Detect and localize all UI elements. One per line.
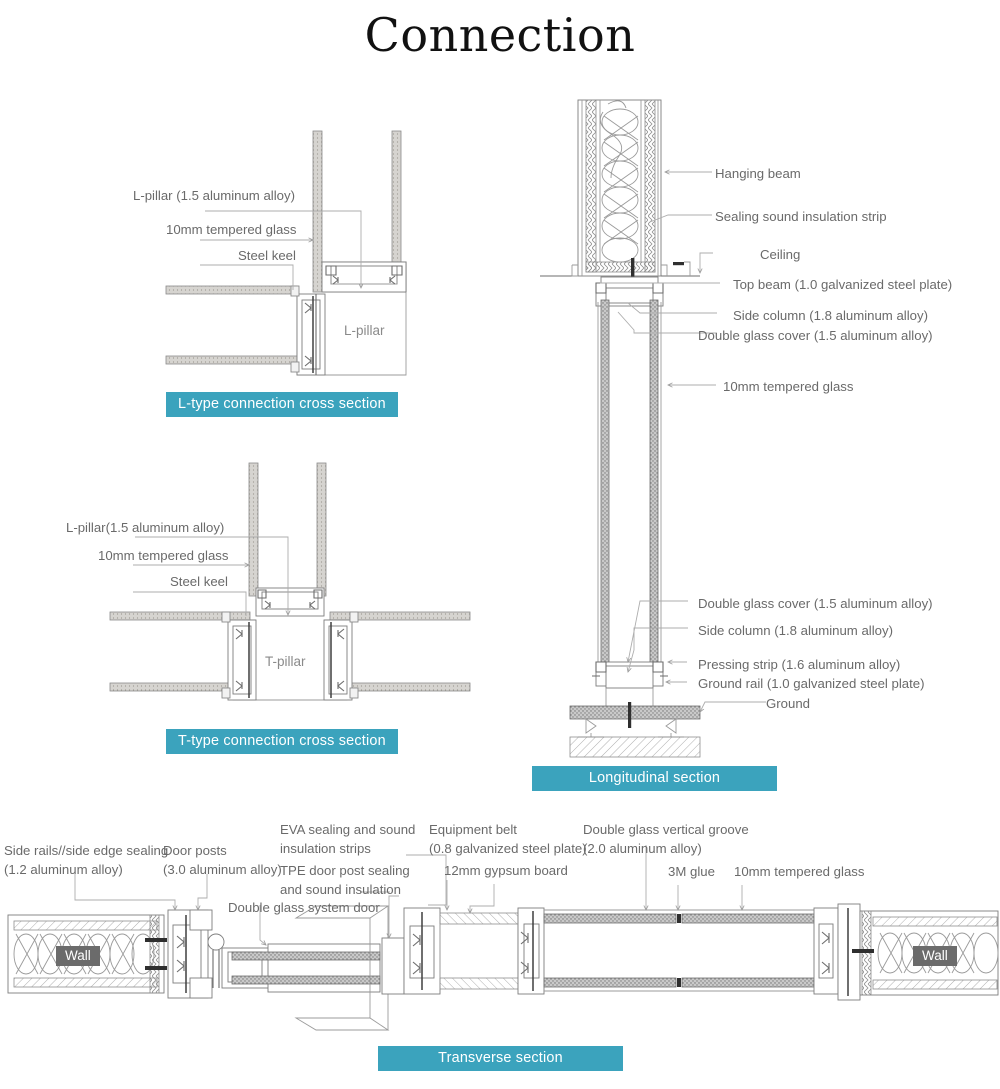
longitudinal-leaders <box>600 172 766 712</box>
l-type-label-2: Steel keel <box>238 248 296 263</box>
t-type-inner-label: T-pillar <box>265 654 306 669</box>
l-type-label-1: 10mm tempered glass <box>166 222 297 237</box>
t-type-label-2: Steel keel <box>170 574 228 589</box>
transverse-drawing <box>7 903 999 1031</box>
transverse-label-3m-glue: 3M glue <box>668 864 715 879</box>
caption-l-type: L-type connection cross section <box>166 392 398 417</box>
transverse-label-gypsum-board: 12mm gypsum board <box>444 863 568 878</box>
longitudinal-label-ground: Ground <box>766 696 810 711</box>
l-type-label-0: L-pillar (1.5 aluminum alloy) <box>133 188 295 203</box>
longitudinal-label-pressing-strip: Pressing strip (1.6 aluminum alloy) <box>698 657 901 672</box>
transverse-label-side-rails: Side rails//side edge sealing (1.2 alumi… <box>4 843 169 878</box>
wall-chip-left: Wall <box>56 946 100 966</box>
transverse-label-tempered-glass: 10mm tempered glass <box>734 864 865 879</box>
longitudinal-label-tempered-glass: 10mm tempered glass <box>723 379 854 394</box>
l-type-leaders <box>200 210 361 290</box>
longitudinal-drawing <box>540 99 701 758</box>
transverse-label-vertical-groove: Double glass vertical groove (2.0 alumin… <box>583 822 749 857</box>
wall-chip-right: Wall <box>913 946 957 966</box>
t-type-leaders <box>133 536 288 616</box>
page-title: Connection <box>364 8 636 62</box>
l-type-drawing <box>165 130 407 376</box>
longitudinal-label-ceiling: Ceiling <box>760 247 801 262</box>
transverse-label-door-posts: Door posts (3.0 aluminum alloy) <box>163 843 282 878</box>
caption-transverse: Transverse section <box>378 1046 623 1071</box>
transverse-label-equipment-belt: Equipment belt (0.8 galvanized steel pla… <box>429 822 587 857</box>
t-type-label-1: 10mm tempered glass <box>98 548 229 563</box>
caption-longitudinal: Longitudinal section <box>532 766 777 791</box>
longitudinal-label-ground-rail: Ground rail (1.0 galvanized steel plate) <box>698 676 925 691</box>
longitudinal-label-double-glass-cover-2: Double glass cover (1.5 aluminum alloy) <box>698 596 933 611</box>
transverse-label-eva-sealing: EVA sealing and sound insulation strips <box>280 822 416 857</box>
longitudinal-label-sealing-strip: Sealing sound insulation strip <box>715 209 887 224</box>
longitudinal-label-side-column: Side column (1.8 aluminum alloy) <box>733 308 928 323</box>
transverse-label-tpe-sealing: TPE door post sealing and sound insulati… <box>280 863 410 898</box>
transverse-label-double-glass-door: Double glass system door <box>228 900 380 915</box>
longitudinal-label-side-column-2: Side column (1.8 aluminum alloy) <box>698 623 893 638</box>
t-type-drawing <box>109 462 471 701</box>
t-type-label-0: L-pillar(1.5 aluminum alloy) <box>66 520 225 535</box>
transverse-leaders <box>74 845 742 945</box>
longitudinal-label-hanging-beam: Hanging beam <box>715 166 801 181</box>
longitudinal-label-double-glass-cover: Double glass cover (1.5 aluminum alloy) <box>698 328 933 343</box>
caption-t-type: T-type connection cross section <box>166 729 398 754</box>
longitudinal-label-top-beam: Top beam (1.0 galvanized steel plate) <box>733 277 953 292</box>
l-type-inner-label: L-pillar <box>344 323 385 338</box>
